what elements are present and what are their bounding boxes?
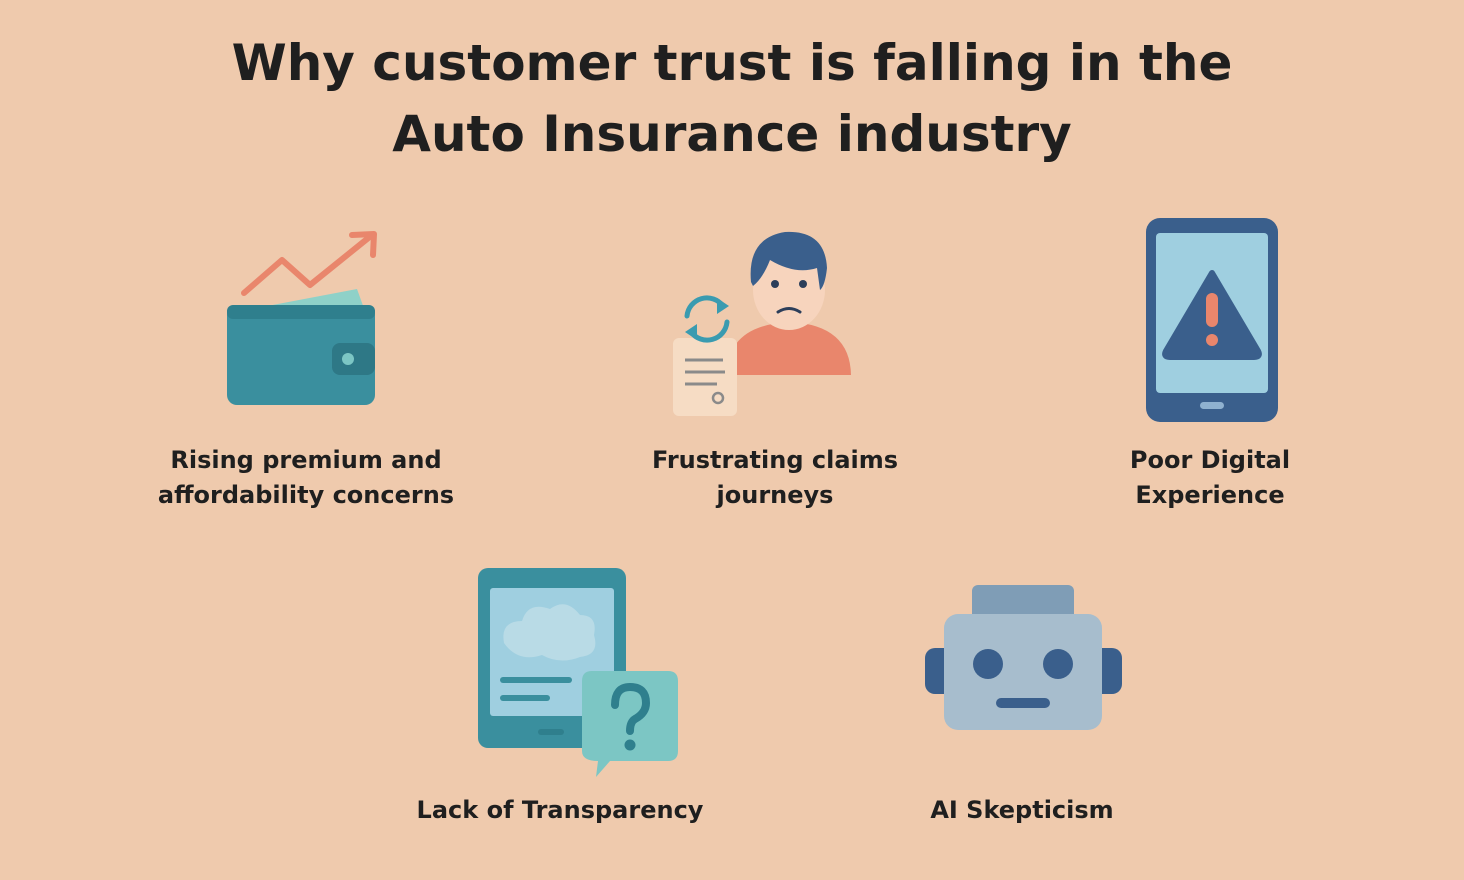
- reason-label-line-2: Experience: [1135, 481, 1285, 509]
- reason-label-line-1: Lack of Transparency: [416, 796, 704, 824]
- rising-wallet-icon: [227, 231, 377, 405]
- reason-label-line-1: Frustrating claims: [651, 446, 899, 474]
- reason-label-line-2: affordability concerns: [157, 481, 455, 509]
- robot-icon: [925, 585, 1122, 730]
- title-line-2: Auto Insurance industry: [392, 105, 1072, 163]
- frustrated-claimant-icon: [673, 231, 851, 416]
- page-title: Why customer trust is falling in the Aut…: [0, 28, 1464, 170]
- phone-warning-icon: [1146, 218, 1278, 422]
- reason-label-line-1: Poor Digital: [1129, 446, 1291, 474]
- reason-label-line-1: Rising premium and: [170, 446, 442, 474]
- reason-label-line-2: journeys: [716, 481, 834, 509]
- reason-label-line-1: AI Skepticism: [930, 796, 1114, 824]
- tablet-question-icon: [478, 568, 678, 777]
- title-line-1: Why customer trust is falling in the: [231, 34, 1233, 92]
